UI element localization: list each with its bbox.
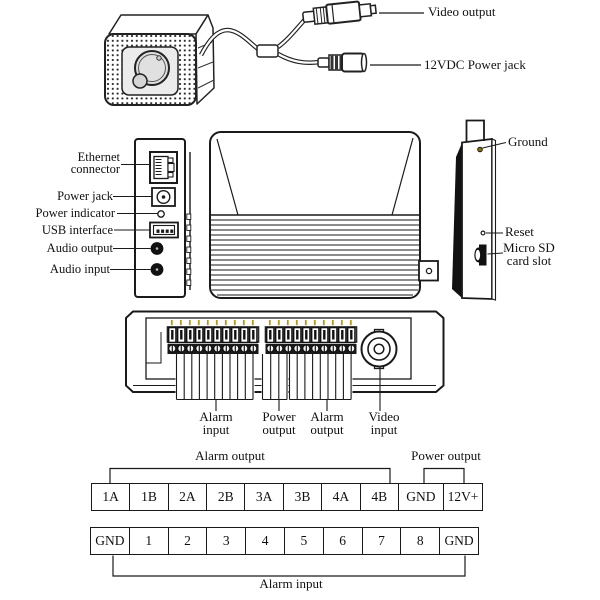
power-jack-12vdc-label: 12VDC Power jack — [424, 57, 526, 72]
terminal-cell: 7 — [362, 527, 402, 555]
terminal-cell: 4 — [246, 527, 285, 555]
reset-label: Reset — [505, 224, 534, 239]
ethernet-port — [149, 151, 178, 184]
terminal-cell: GND — [398, 483, 444, 511]
terminal-cell: 8 — [401, 527, 441, 555]
bnc-video-input — [360, 328, 398, 370]
terminal-leader-lines — [215, 367, 381, 411]
audio-output-label: Audio output — [46, 241, 113, 255]
terminal-cell: GND — [90, 527, 130, 555]
terminal-cell: 12V+ — [443, 483, 484, 511]
audio-input-label: Audio input — [49, 262, 110, 276]
terminal-cell: 1A — [91, 483, 131, 511]
right-side-panel — [452, 119, 507, 301]
alarm-output-table-label: Alarm output — [195, 448, 265, 463]
alarm-output-bracket — [109, 467, 391, 483]
dc-power-connector — [317, 52, 368, 73]
camera-pigtail-cable — [199, 14, 321, 65]
bnc-video-connector — [302, 0, 377, 25]
terminal-cell: 6 — [323, 527, 363, 555]
left-port-panel — [110, 138, 192, 298]
power-output-terminal-label: Power output — [262, 409, 296, 437]
power-indicator-led — [157, 210, 165, 218]
terminal-cell: 2B — [207, 483, 246, 511]
terminal-block-panel — [125, 310, 445, 411]
terminal-strip-right — [264, 319, 358, 354]
usb-port — [149, 221, 179, 239]
power-jack-port — [151, 187, 176, 207]
alarm-input-table-label: Alarm input — [259, 576, 323, 591]
terminal-cell: 2A — [168, 483, 208, 511]
power-indicator-label: Power indicator — [35, 206, 116, 220]
pin-table-row-top: 1A 1B 2A 2B 3A 3B 4A 4B GND 12V+ — [91, 483, 484, 511]
ground-label: Ground — [508, 134, 548, 149]
terminal-cell: 5 — [284, 527, 324, 555]
audio-output-jack — [150, 242, 164, 255]
video-output-label: Video output — [428, 4, 496, 19]
usb-interface-label: USB interface — [41, 223, 113, 237]
video-input-terminal-label: Video input — [368, 409, 400, 437]
terminal-cell: 1B — [130, 483, 169, 511]
terminal-cell: GND — [440, 527, 479, 555]
mini-camera — [104, 14, 215, 106]
terminal-cell: 2 — [168, 527, 208, 555]
terminal-cell: 3B — [283, 483, 323, 511]
alarm-output-terminal-label: Alarm output — [310, 409, 344, 437]
power-jack-label: Power jack — [57, 189, 113, 203]
terminal-cell: 3A — [245, 483, 284, 511]
terminal-cell: 4B — [360, 483, 399, 511]
cable-splitter — [256, 44, 279, 58]
audio-input-jack — [150, 263, 164, 276]
micro-sd-label: Micro SD card slot — [503, 240, 555, 268]
ethernet-connector-label: Ethernet connector — [70, 150, 120, 176]
top-bracket-tab — [465, 119, 485, 142]
pin-table-row-bottom: GND 1 2 3 4 5 6 7 8 GND — [90, 527, 479, 555]
left-panel-leader-lines — [110, 163, 158, 271]
reset-hole — [480, 230, 486, 236]
vent-ridges — [211, 219, 419, 296]
terminal-cell: 3 — [207, 527, 247, 555]
ground-screw — [477, 146, 483, 153]
micro-sd-slot — [474, 244, 487, 266]
alarm-input-terminal-label: Alarm input — [199, 409, 233, 437]
terminal-cell: 4A — [322, 483, 361, 511]
terminal-cell: 1 — [129, 527, 169, 555]
terminal-combs — [175, 353, 353, 401]
alarm-input-bracket — [112, 555, 466, 577]
device-body — [209, 131, 439, 299]
power-output-bracket — [423, 467, 465, 483]
table-brackets — [109, 467, 466, 577]
power-output-table-label: Power output — [411, 448, 481, 463]
terminal-strip-left — [166, 319, 260, 354]
